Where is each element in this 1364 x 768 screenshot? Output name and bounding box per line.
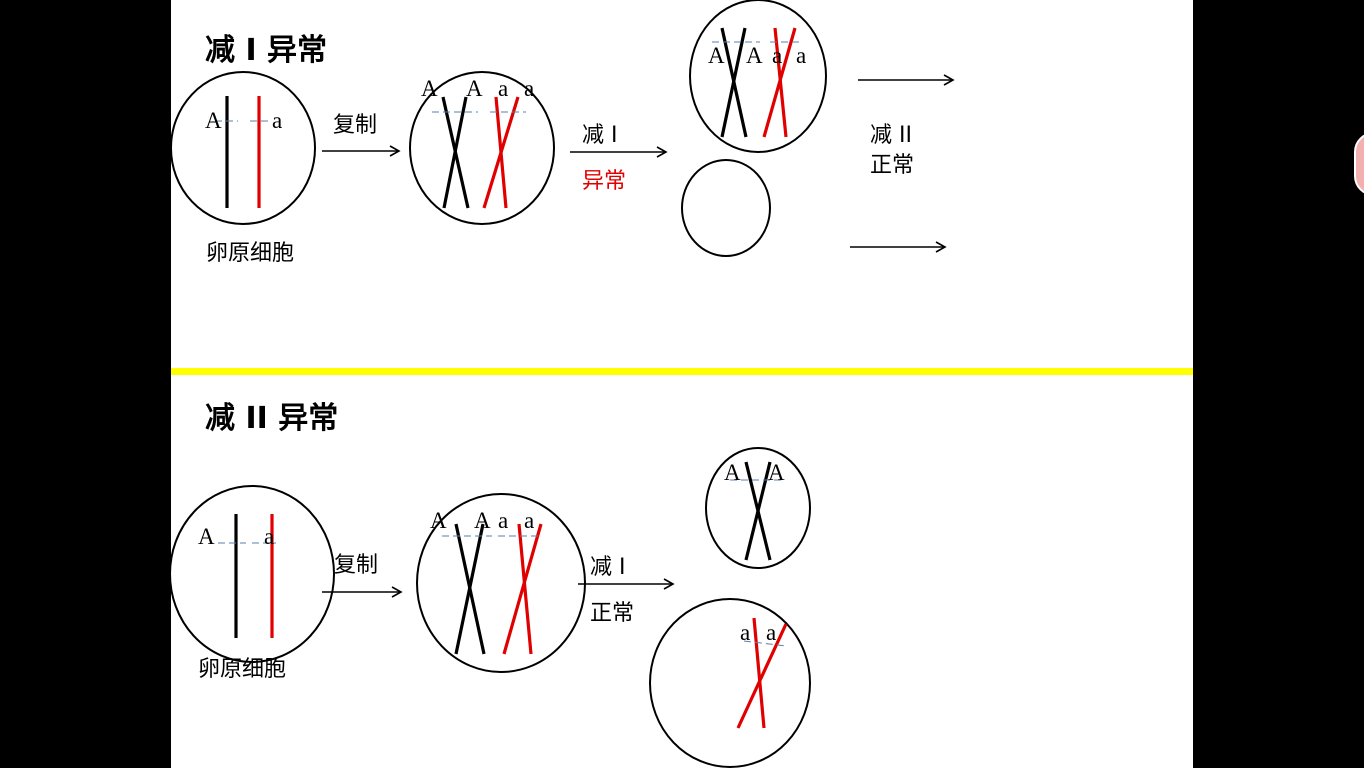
s1-meiosis2-arrowhead-bottom: [935, 241, 947, 253]
s2-daughter-A-chromatid: [744, 461, 772, 561]
s1-daughter-cell-abnormal: [689, 0, 827, 153]
s2-meiosis1-status: 正常: [590, 601, 634, 626]
s1-oocyte-label: 卵原细胞: [206, 241, 294, 266]
s2-oocyte-gene-A: A: [198, 524, 215, 549]
s2-copy-arrowhead: [391, 586, 403, 598]
s2-daughter-a-chromatid: [736, 623, 788, 729]
s2-copy-label: 复制: [334, 553, 378, 578]
s2-oocyte-cell: [169, 485, 335, 663]
s1-copy-label: 复制: [333, 113, 377, 138]
s2-replicated-gene-A: A: [474, 508, 491, 533]
s2-replicated-gene-a: a: [524, 508, 534, 533]
s1-replicated-gene-a: a: [498, 76, 508, 101]
s1-meiosis1-label: 减 I: [582, 123, 617, 148]
s1-daughter-black-chromatid: [720, 27, 747, 138]
s2-replicated-gene-a: a: [498, 508, 508, 533]
s2-daughter-cell-A: [705, 447, 811, 569]
s1-meiosis1-arrowhead: [656, 146, 668, 158]
s2-daughter-a-locus-dash: [743, 640, 787, 647]
section-separator: [171, 368, 1193, 375]
s1-copy-arrowhead: [389, 145, 401, 157]
s1-meiosis2-label: 减 II: [870, 123, 912, 148]
s1-daughter-gene-a: a: [772, 43, 782, 68]
s2-daughter-cell-a: [649, 598, 811, 768]
s1-replicated-gene-a: a: [524, 76, 534, 101]
s2-replicated-black-chromatid: [454, 523, 485, 655]
section1-title: 减 I 异常: [205, 33, 327, 68]
s1-daughter-cell-empty: [681, 159, 771, 257]
s2-replicated-red-chromatid: [502, 523, 543, 655]
s2-daughter-gene-a: a: [740, 620, 750, 645]
s1-replicated-red-chromatid: [482, 96, 520, 209]
s2-daughter-gene-A: A: [724, 460, 741, 485]
s1-replicated-cell: [409, 71, 555, 225]
s2-daughter-gene-a: a: [766, 620, 776, 645]
s1-replicated-gene-A: A: [466, 76, 483, 101]
s2-meiosis1-label: 减 I: [590, 555, 625, 580]
s1-daughter-gene-a: a: [796, 43, 806, 68]
s2-replicated-red-chromatid: [517, 523, 533, 655]
s2-replicated-cell: [416, 493, 586, 673]
s1-oocyte-gene-A: A: [205, 108, 222, 133]
s1-daughter-gene-A: A: [746, 43, 763, 68]
s2-oocyte-label: 卵原细胞: [198, 657, 286, 682]
section2-title: 减 II 异常: [205, 401, 338, 436]
s1-replicated-black-chromatid: [442, 96, 468, 209]
slide: [171, 0, 1193, 768]
s2-oocyte-gene-a: a: [264, 524, 274, 549]
s2-daughter-a-chromatid: [752, 617, 766, 729]
s1-oocyte-cell: [170, 71, 316, 225]
s1-meiosis1-status: 异常: [582, 169, 626, 194]
s1-daughter-red-chromatid: [762, 27, 797, 138]
s1-oocyte-gene-a: a: [272, 108, 282, 133]
s1-replicated-gene-A: A: [421, 76, 438, 101]
s2-replicated-gene-A: A: [430, 508, 447, 533]
s1-daughter-gene-A: A: [708, 43, 725, 68]
s2-meiosis1-arrowhead: [663, 578, 675, 590]
s2-daughter-gene-A: A: [768, 460, 785, 485]
s1-meiosis2-status: 正常: [870, 153, 914, 178]
s1-meiosis2-arrowhead-top: [943, 74, 955, 86]
